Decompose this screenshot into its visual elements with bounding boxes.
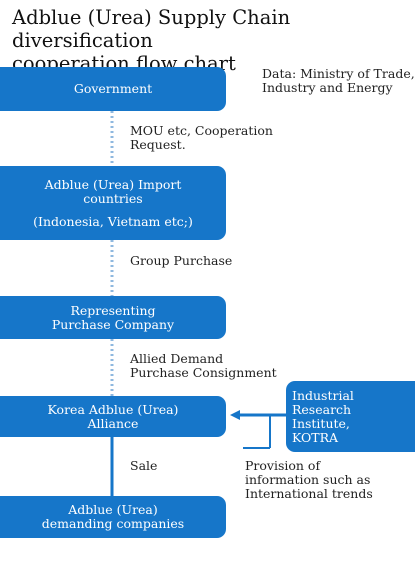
edge-label-provision: Provision of information such as Interna… [245,458,373,501]
node-demanding-companies: Adblue (Urea) demanding companies [0,496,226,538]
node-alliance: Korea Adblue (Urea) Alliance [0,396,226,437]
edge-label-sale: Sale [130,458,158,473]
chart-title-line-1: Adblue (Urea) Supply Chain diversificati… [12,6,291,52]
node-government: Government [0,67,226,111]
data-source-line-2: Industry and Energy [262,80,393,95]
node-import-countries: Adblue (Urea) Import countries (Indonesi… [0,166,226,240]
edge-label-group-purchase: Group Purchase [130,253,233,268]
data-source-note: Data: Ministry of Trade, Industry and En… [262,67,415,95]
data-source-line-1: Data: Ministry of Trade, [262,66,415,81]
edge-label-mou: MOU etc, Cooperation Request. [130,123,273,152]
node-representing-company: Representing Purchase Company [0,296,226,339]
node-research-institute: Industrial Research Institute, KOTRA [286,381,415,452]
edge-label-allied-demand: Allied Demand Purchase Consignment [130,351,277,380]
